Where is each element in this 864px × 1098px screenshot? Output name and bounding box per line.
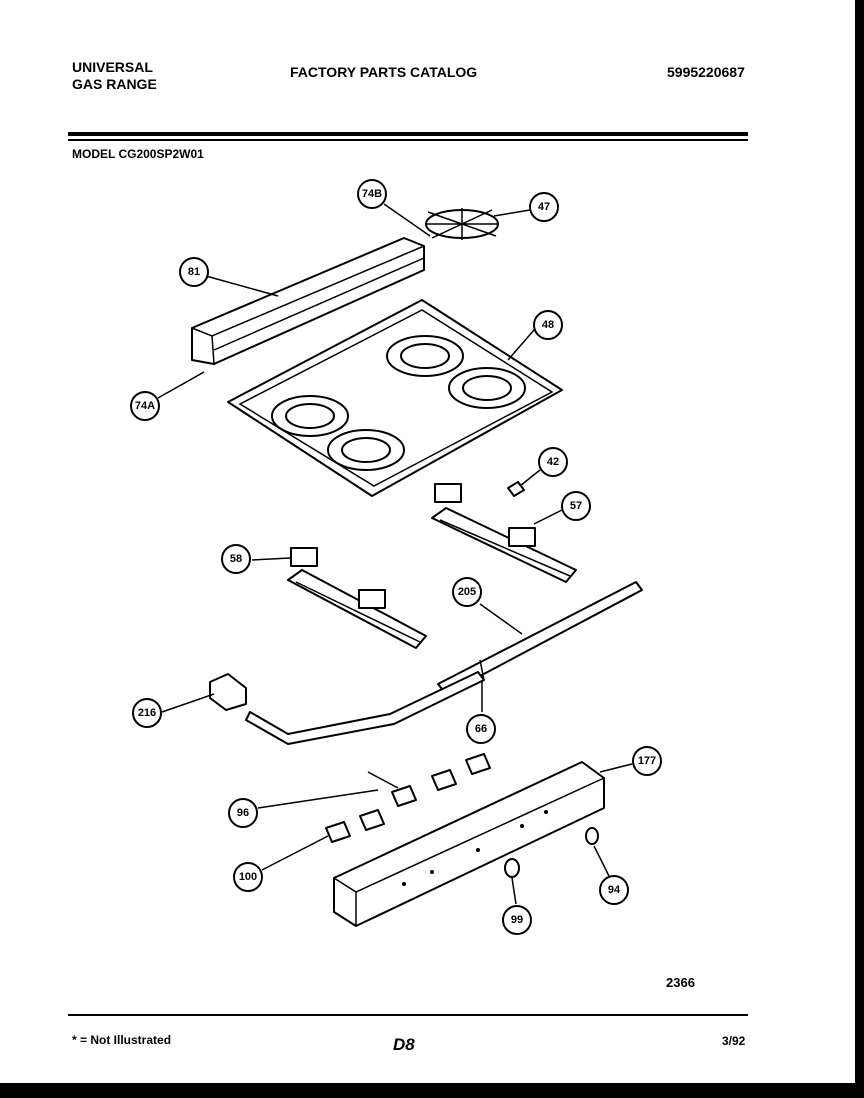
callout-label: 58 [230, 553, 242, 565]
not-illustrated-note: * = Not Illustrated [72, 1033, 172, 1047]
header-rule-thin [68, 139, 748, 141]
page-number: D8 [393, 1035, 415, 1054]
callout-label: 216 [138, 707, 156, 719]
backguard-drawing [191, 237, 425, 365]
callout-label: 66 [475, 723, 487, 735]
callout-label: 94 [608, 884, 621, 896]
callout-94: 94 [599, 875, 629, 905]
exploded-parts-diagram: 74B 47 81 48 74A 42 57 58 205 216 66 [130, 179, 662, 935]
callout-66: 66 [466, 714, 496, 744]
header-rule-thick [68, 132, 748, 136]
callout-58: 58 [221, 544, 251, 574]
callout-label: 74B [362, 188, 382, 200]
revision-date: 3/92 [722, 1034, 746, 1048]
callout-42: 42 [538, 447, 568, 477]
callout-label: 57 [570, 500, 582, 512]
brand-title: UNIVERSAL GAS RANGE [72, 59, 157, 93]
callout-47: 47 [529, 192, 559, 222]
catalog-title: FACTORY PARTS CATALOG [290, 64, 478, 80]
parts-catalog-page: UNIVERSAL GAS RANGE FACTORY PARTS CATALO… [0, 0, 855, 1083]
control-panel-drawing [333, 761, 605, 927]
callout-label: 205 [458, 586, 476, 598]
callout-81: 81 [179, 257, 209, 287]
callout-74a: 74A [130, 391, 160, 421]
callout-100: 100 [233, 862, 263, 892]
callout-label: 48 [542, 319, 554, 331]
model-number: MODEL CG200SP2W01 [72, 147, 204, 161]
callout-label: 177 [638, 755, 656, 767]
cooktop-drawing [227, 299, 563, 497]
callout-label: 99 [511, 914, 523, 926]
callout-57: 57 [561, 491, 591, 521]
callout-177: 177 [632, 746, 662, 776]
callout-label: 47 [538, 201, 550, 213]
callout-label: 81 [188, 266, 200, 278]
gas-valves-drawing [325, 753, 491, 843]
footer-rule [68, 1014, 748, 1016]
callout-label: 42 [547, 456, 559, 468]
callout-96: 96 [228, 798, 258, 828]
callout-74b: 74B [357, 179, 387, 209]
callout-205: 205 [452, 577, 482, 607]
catalog-part-number: 5995220687 [667, 64, 745, 80]
callout-99: 99 [502, 905, 532, 935]
leader-lines [157, 203, 633, 905]
callout-label: 74A [135, 400, 155, 412]
gas-regulator-drawing [209, 671, 485, 745]
callout-48: 48 [533, 310, 563, 340]
figure-number: 2366 [666, 975, 695, 990]
brand-line-1: UNIVERSAL [72, 59, 153, 75]
rear-burner-drawing [431, 481, 577, 583]
callout-label: 100 [239, 871, 257, 883]
burner-grate-drawing [425, 208, 499, 240]
brand-line-2: GAS RANGE [72, 76, 157, 92]
callout-216: 216 [132, 698, 162, 728]
callout-label: 96 [237, 807, 249, 819]
left-burner-drawing [287, 547, 427, 649]
